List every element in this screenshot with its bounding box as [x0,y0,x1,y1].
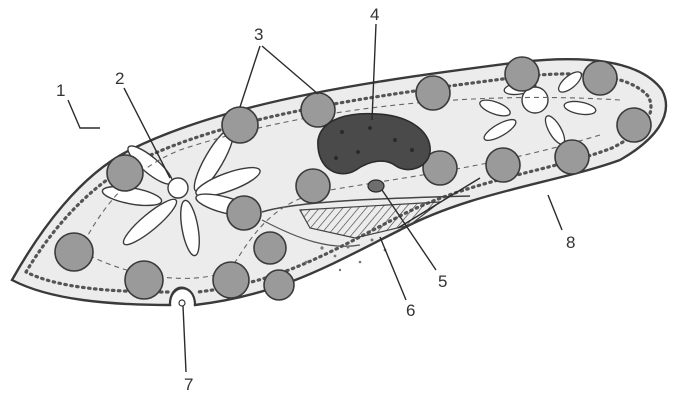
leader-8 [548,195,562,230]
food-vacuole [55,233,93,271]
food-vacuole [486,148,520,182]
food-vacuole [227,196,261,230]
food-vacuole [416,76,450,110]
label-1: 1 [56,81,65,100]
label-7: 7 [184,375,193,394]
food-vacuole [296,169,330,203]
label-5: 5 [438,272,447,291]
label-8: 8 [566,233,575,252]
micronucleus [368,180,384,192]
food-vacuole [505,57,539,91]
food-vacuole [555,140,589,174]
leader-3b [262,46,318,94]
label-2: 2 [115,69,124,88]
food-vacuole [254,232,286,264]
cytoproct-opening [179,300,185,306]
food-vacuole [583,61,617,95]
food-vacuole [213,262,249,298]
label-6: 6 [406,301,415,320]
food-vacuole [617,108,651,142]
leader-6 [380,237,406,300]
label-3: 3 [254,25,263,44]
leader-1 [68,100,100,128]
food-vacuole [107,155,143,191]
food-vacuole [264,270,294,300]
label-4: 4 [370,5,379,24]
food-vacuole [222,107,258,143]
food-vacuole [125,261,163,299]
leader-7 [183,306,186,372]
leader-3a [240,46,260,107]
